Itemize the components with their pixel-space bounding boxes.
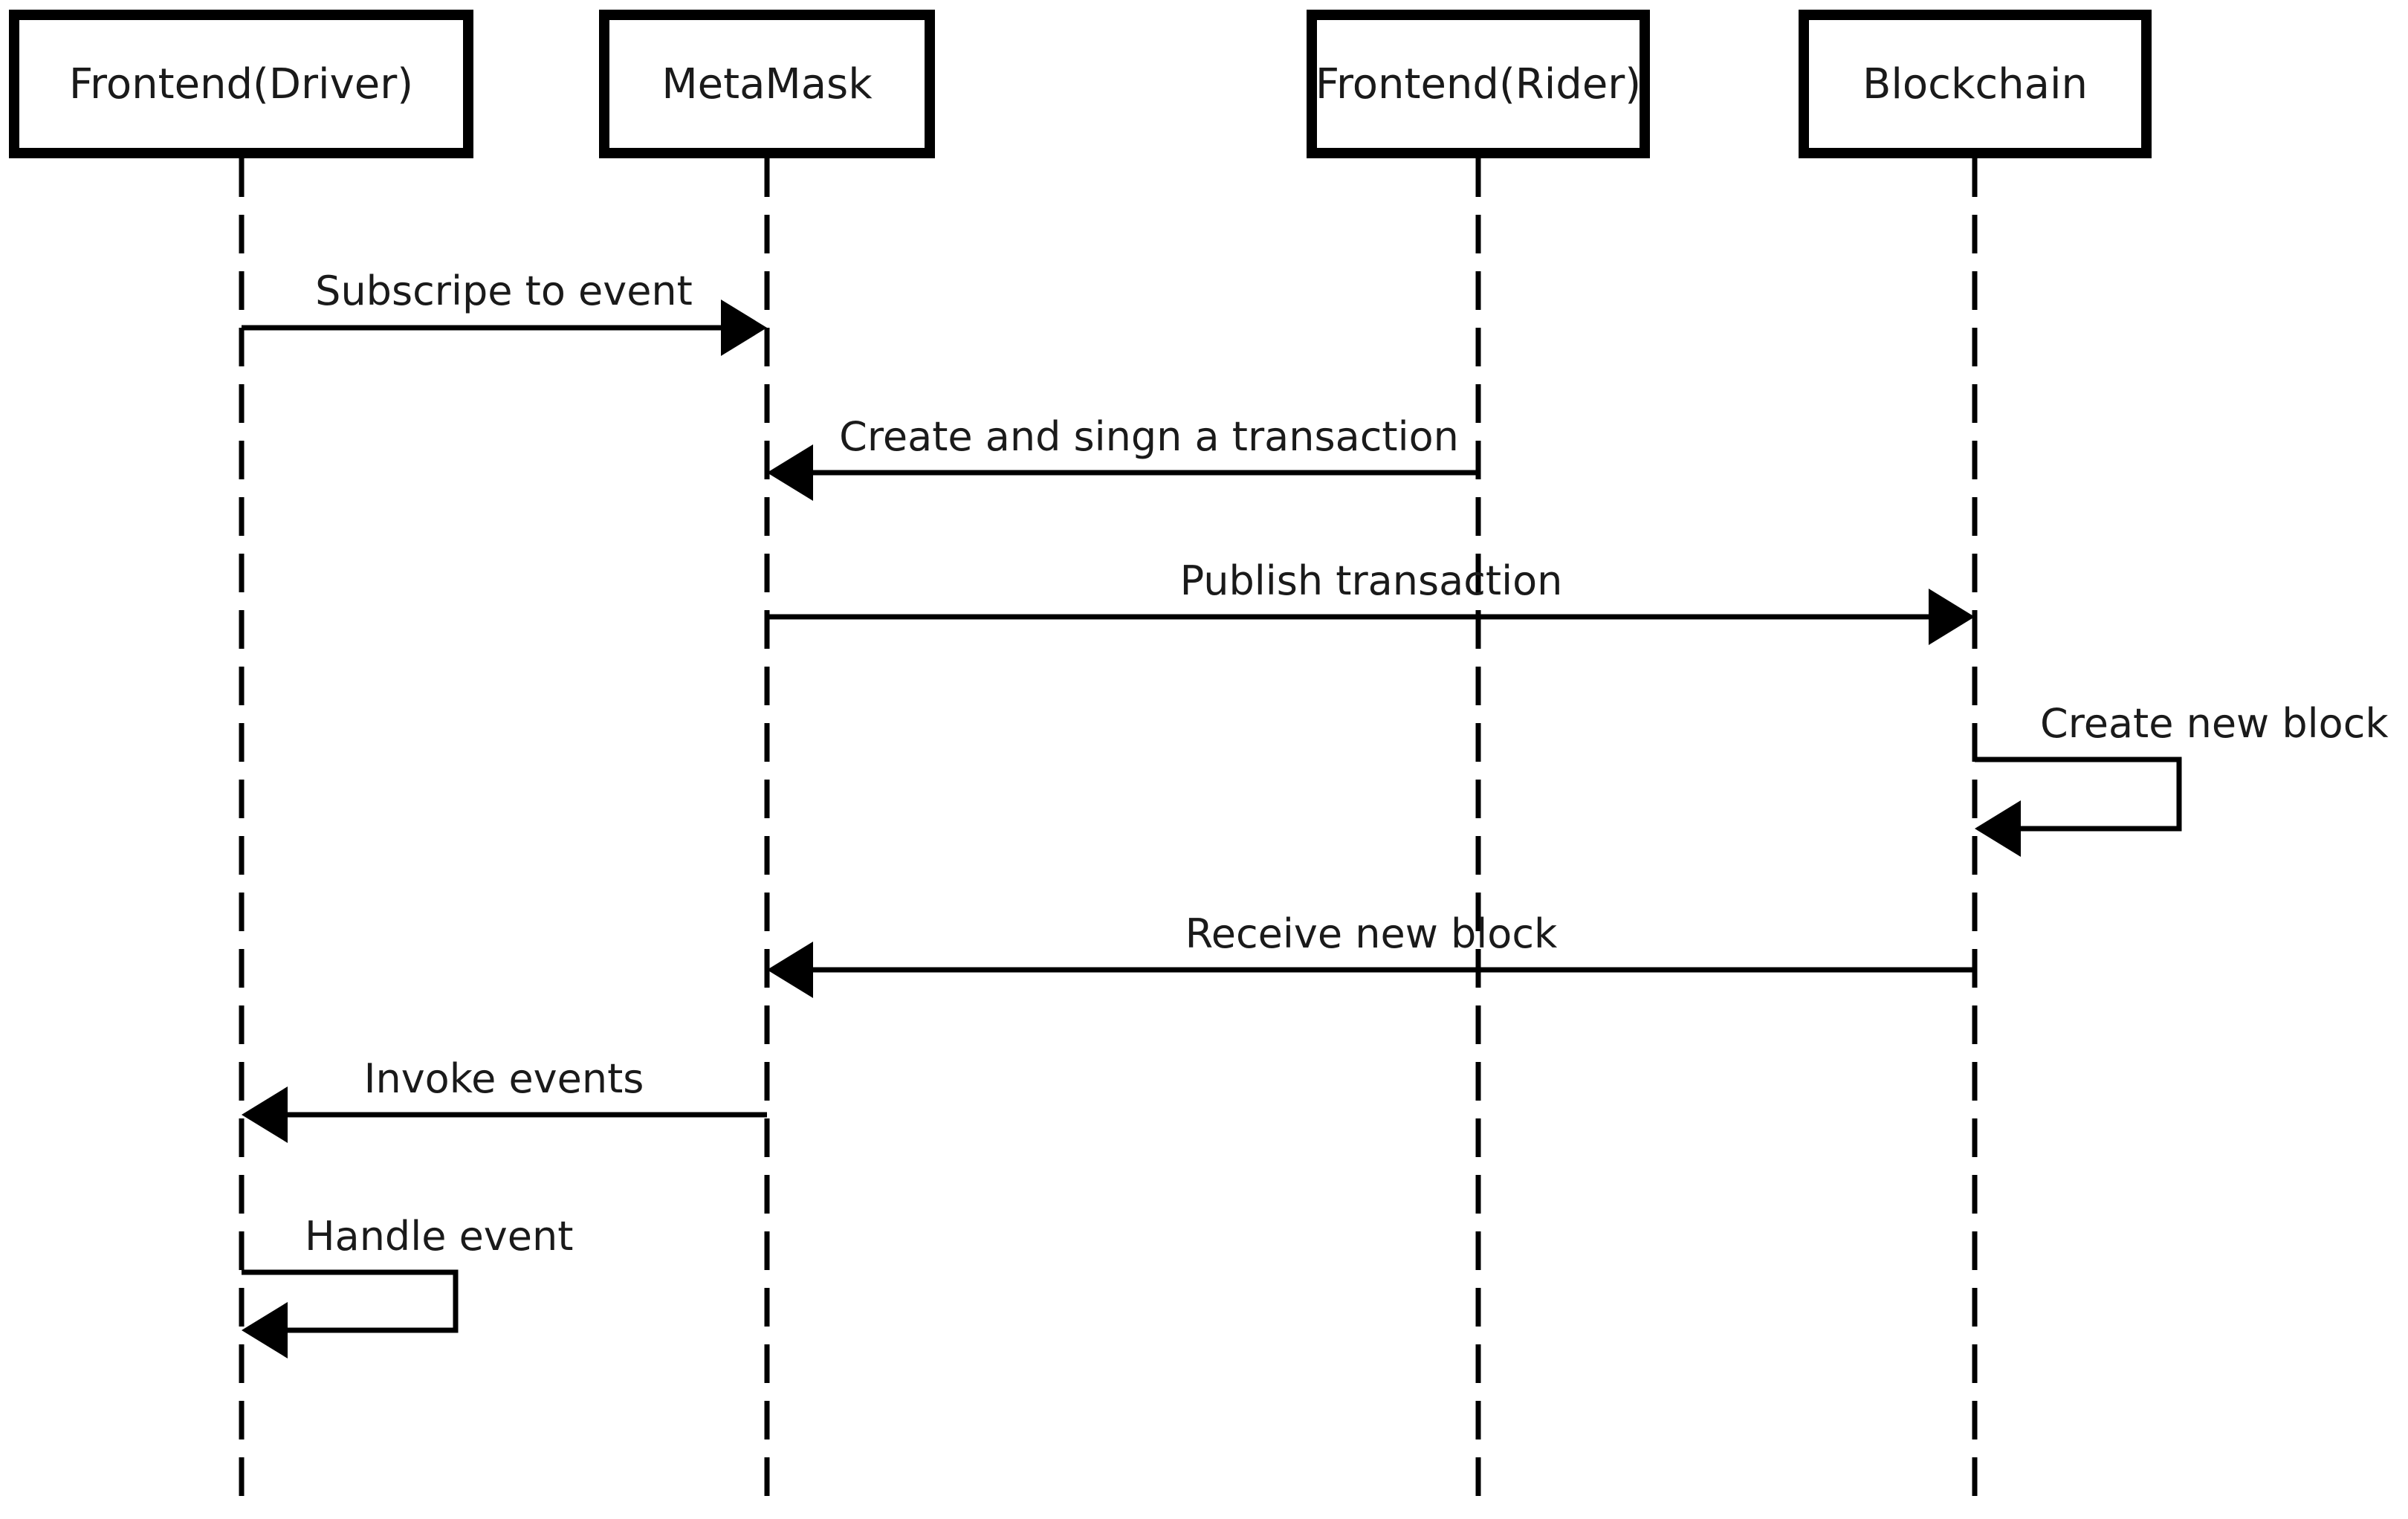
- self-message-create-new-block[interactable]: Create new block: [1975, 700, 2389, 857]
- participant-frontend-rider[interactable]: Frontend(Rider): [1307, 10, 1650, 158]
- participant-box-blockchain[interactable]: [1799, 10, 2152, 158]
- message-subscripe-to-event[interactable]: Subscripe to event: [242, 268, 767, 356]
- lifelines-layer: [239, 158, 1978, 1509]
- message-invoke-events[interactable]: Invoke events: [242, 1055, 767, 1143]
- participant-label-metamask: MetaMask: [661, 60, 873, 108]
- self-message-arrowhead-create-new-block: [1975, 800, 2021, 857]
- self-message-line-handle-event: [242, 1269, 459, 1333]
- self-message-label-handle-event: Handle event: [305, 1213, 573, 1260]
- message-label-receive-new-block: Receive new block: [1185, 910, 1558, 957]
- message-create-and-singn-a-transaction[interactable]: Create and singn a transaction: [767, 413, 1478, 501]
- participant-blockchain[interactable]: Blockchain: [1799, 10, 2152, 158]
- participants-layer: Frontend(Driver) MetaMask Frontend(Rider) B…: [9, 10, 2152, 158]
- participant-label-blockchain: Blockchain: [1862, 60, 2088, 108]
- message-receive-new-block[interactable]: Receive new block: [767, 910, 1975, 998]
- message-arrowhead-publish-transaction: [1929, 589, 1975, 645]
- message-arrowhead-create-and-singn-a-transaction: [767, 444, 813, 501]
- participant-box-metamask[interactable]: [599, 10, 935, 158]
- message-publish-transaction[interactable]: Publish transaction: [767, 557, 1975, 645]
- participant-metamask[interactable]: MetaMask: [599, 10, 935, 158]
- self-message-line-create-new-block: [1975, 757, 2182, 832]
- message-arrowhead-invoke-events: [242, 1086, 288, 1143]
- participant-box-frontend-driver[interactable]: [9, 10, 473, 158]
- self-message-arrowhead-handle-event: [242, 1302, 288, 1358]
- message-label-publish-transaction: Publish transaction: [1180, 557, 1563, 604]
- message-label-create-and-singn-a-transaction: Create and singn a transaction: [839, 413, 1459, 460]
- participant-label-frontend-driver: Frontend(Driver): [69, 60, 413, 108]
- message-arrowhead-receive-new-block: [767, 942, 813, 998]
- message-label-invoke-events: Invoke events: [364, 1055, 644, 1102]
- participant-frontend-driver[interactable]: Frontend(Driver): [9, 10, 473, 158]
- self-message-handle-event[interactable]: Handle event: [242, 1213, 573, 1358]
- participant-box-frontend-rider[interactable]: [1307, 10, 1650, 158]
- participant-label-frontend-rider: Frontend(Rider): [1315, 60, 1641, 108]
- self-message-label-create-new-block: Create new block: [2040, 700, 2389, 747]
- message-arrowhead-subscripe-to-event: [721, 299, 767, 356]
- message-label-subscripe-to-event: Subscripe to event: [315, 268, 693, 314]
